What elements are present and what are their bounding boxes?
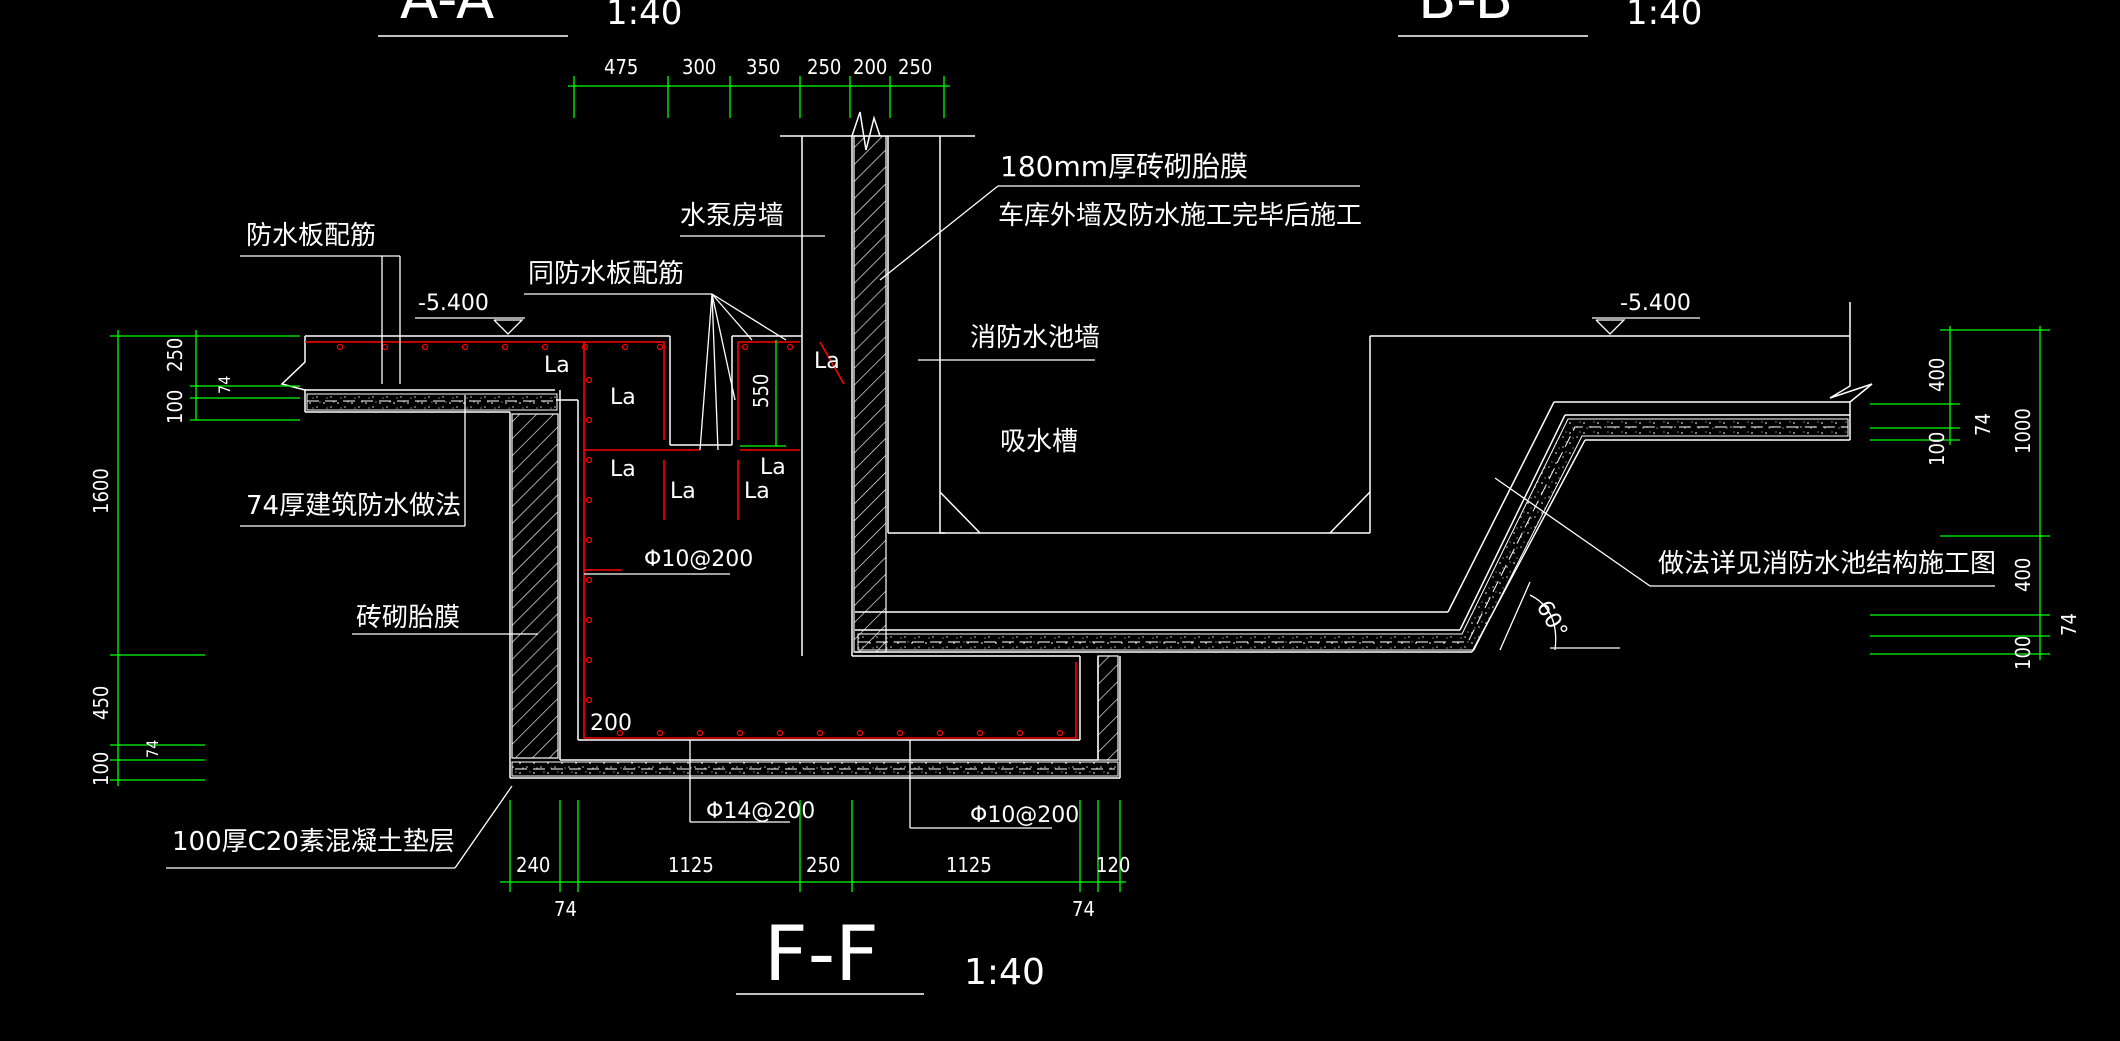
rebar-dots bbox=[336, 343, 1064, 737]
label-rebar-10b: Φ10@200 bbox=[970, 803, 1079, 828]
header-section-b: B-B 1:40 bbox=[1398, 0, 1702, 37]
label-garage-wall-note: 车库外墙及防水施工完毕后施工 bbox=[998, 201, 1362, 231]
inner-dim-label: 550 bbox=[749, 374, 773, 408]
rebar-lines bbox=[305, 341, 1077, 739]
label-elevation-right: -5.400 bbox=[1620, 291, 1691, 316]
leader-lines bbox=[166, 185, 1995, 869]
left-dim-2: 74 bbox=[215, 376, 234, 394]
top-dim-2: 300 bbox=[682, 55, 716, 79]
label-membrane-180: 180mm厚砖砌胎膜 bbox=[1000, 150, 1248, 183]
label-rebar-14: Φ14@200 bbox=[706, 799, 815, 824]
label-la-3: La bbox=[610, 457, 636, 482]
label-structure-note: 做法详见消防水池结构施工图 bbox=[1658, 549, 1996, 579]
label-la-6: La bbox=[760, 455, 786, 480]
bottom-dim-1: 240 bbox=[516, 853, 550, 877]
label-la-1: La bbox=[544, 353, 570, 378]
label-pump-room-wall: 水泵房墙 bbox=[680, 201, 784, 231]
top-dim-6: 250 bbox=[898, 55, 932, 79]
label-waterproof-slab-rebar: 防水板配筋 bbox=[246, 221, 376, 251]
label-fire-pool-wall: 消防水池墙 bbox=[970, 323, 1100, 353]
top-dim-1: 475 bbox=[604, 55, 638, 79]
annotation-labels: 180mm厚砖砌胎膜 车库外墙及防水施工完毕后施工 水泵房墙 防水板配筋 同防水… bbox=[172, 150, 1996, 857]
inner-dimension bbox=[740, 340, 786, 447]
label-dim-200: 200 bbox=[590, 711, 632, 736]
right-dim-a3: 100 bbox=[1925, 432, 1949, 466]
right-dim-b1: 1000 bbox=[2011, 408, 2035, 454]
section-title-name: F-F bbox=[764, 909, 879, 998]
left-dimension-labels: 250 74 100 1600 450 74 100 bbox=[89, 338, 234, 786]
label-la-4: La bbox=[670, 479, 696, 504]
header-b-scale: 1:40 bbox=[1626, 0, 1702, 33]
header-a-name: A-A bbox=[400, 0, 494, 32]
bottom-sub-dim-2: 74 bbox=[1072, 897, 1095, 921]
label-la-7: La bbox=[814, 349, 840, 374]
top-dim-3: 350 bbox=[746, 55, 780, 79]
section-title-scale: 1:40 bbox=[964, 952, 1045, 993]
label-suction-tank: 吸水槽 bbox=[1000, 427, 1078, 457]
bottom-dimension-labels: 240 1125 250 1125 120 74 74 bbox=[516, 853, 1130, 921]
label-angle: 60° bbox=[1531, 597, 1572, 643]
right-dimension-chain bbox=[1870, 326, 2050, 660]
right-dim-b4: 100 bbox=[2011, 636, 2035, 670]
right-dim-b2: 400 bbox=[2011, 558, 2035, 592]
header-b-name: B-B bbox=[1418, 0, 1513, 32]
right-dim-b3: 74 bbox=[2057, 613, 2081, 636]
top-dimension-chain bbox=[568, 76, 950, 118]
section-title: F-F 1:40 bbox=[736, 909, 1045, 998]
bottom-dimension-chain bbox=[500, 800, 1126, 892]
left-dim-4: 1600 bbox=[89, 468, 113, 514]
left-dim-1: 250 bbox=[163, 338, 187, 372]
left-dim-7: 100 bbox=[89, 752, 113, 786]
left-dim-6: 74 bbox=[143, 740, 162, 758]
brick-membrane-hatch bbox=[511, 135, 1119, 761]
top-dim-5: 200 bbox=[853, 55, 887, 79]
label-rebar-10: Φ10@200 bbox=[644, 547, 753, 572]
left-dim-5: 450 bbox=[89, 686, 113, 720]
bottom-dim-2: 1125 bbox=[668, 853, 714, 877]
header-a-scale: 1:40 bbox=[606, 0, 682, 33]
bottom-dim-3: 250 bbox=[806, 853, 840, 877]
right-dimension-labels: 400 74 100 1000 400 74 100 bbox=[1925, 358, 2081, 670]
label-la-2: La bbox=[610, 385, 636, 410]
elevation-markers bbox=[415, 317, 1700, 335]
label-la-5: La bbox=[744, 479, 770, 504]
label-same-waterproof-rebar: 同防水板配筋 bbox=[528, 259, 684, 289]
right-dim-a2: 74 bbox=[1971, 413, 1995, 436]
top-dimension-labels: 475 300 350 250 200 250 bbox=[604, 55, 932, 79]
bottom-sub-dim-1: 74 bbox=[554, 897, 577, 921]
label-elevation-left: -5.400 bbox=[418, 291, 489, 316]
bottom-dim-4: 1125 bbox=[946, 853, 992, 877]
top-dim-4: 250 bbox=[807, 55, 841, 79]
waterproof-dashed bbox=[307, 400, 1848, 770]
right-dim-a1: 400 bbox=[1925, 358, 1949, 392]
label-c20-cushion: 100厚C20素混凝土垫层 bbox=[172, 827, 455, 857]
label-waterproof-74: 74厚建筑防水做法 bbox=[246, 491, 461, 521]
concrete-cushion bbox=[306, 393, 1849, 777]
bottom-dim-5: 120 bbox=[1096, 853, 1130, 877]
left-dim-3: 100 bbox=[163, 390, 187, 424]
left-dimension-chain bbox=[110, 330, 300, 786]
label-brick-membrane: 砖砌胎膜 bbox=[356, 603, 460, 633]
header-section-a: A-A 1:40 bbox=[378, 0, 682, 37]
